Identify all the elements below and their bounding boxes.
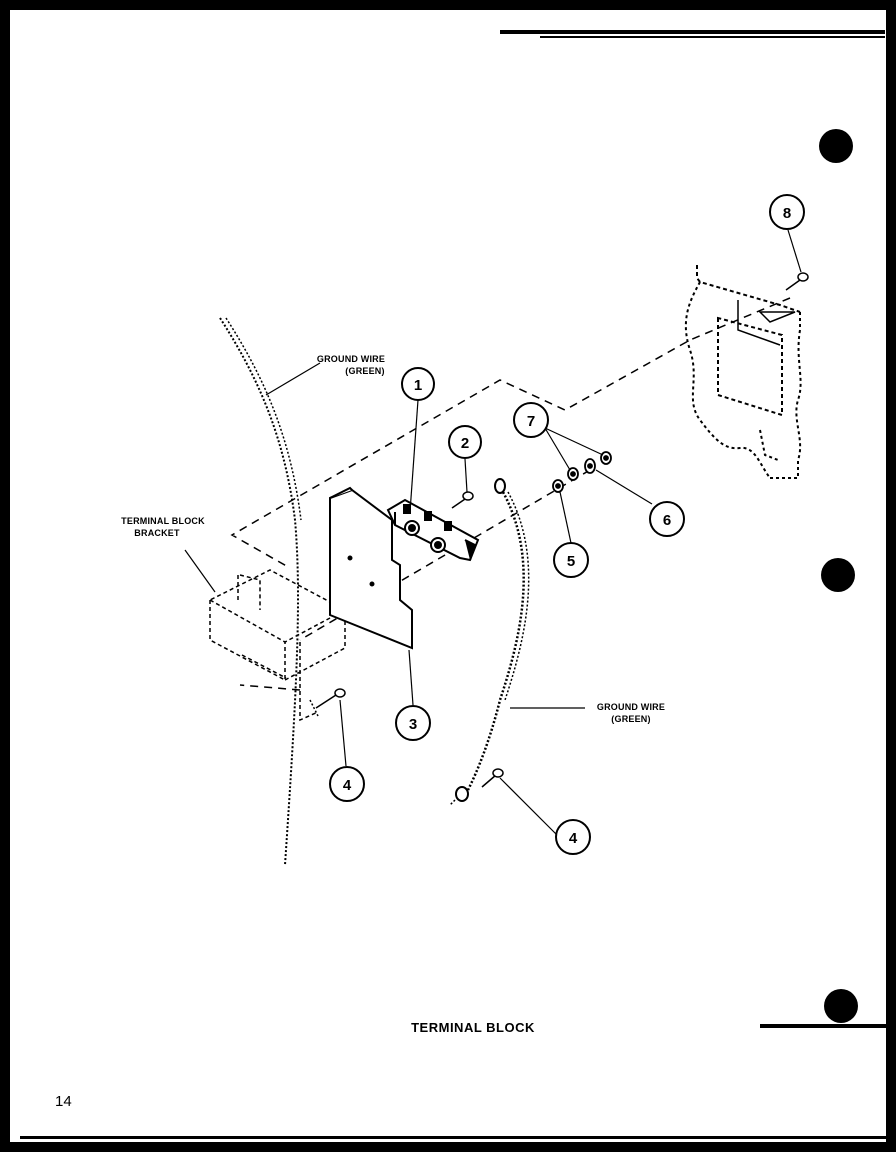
callout-8: 8 — [769, 194, 805, 230]
terminal-block-bracket-label: TERMINAL BLOCK — [121, 516, 205, 526]
cabinet-panel — [684, 265, 802, 479]
scan-artifacts — [20, 30, 886, 1139]
callout-7: 7 — [513, 402, 549, 438]
ground-wire-bottom-label: GROUND WIRE — [597, 702, 665, 712]
diagram-title: TERMINAL BLOCK — [411, 1020, 535, 1035]
callout-6: 6 — [649, 501, 685, 537]
screw-item-4-left — [309, 688, 346, 717]
nut-washer-group — [552, 451, 612, 493]
assembly-dashed-lines — [230, 297, 791, 691]
callout-3-label: 3 — [409, 716, 417, 733]
callout-leaders — [339, 229, 802, 839]
screw-item-8 — [785, 272, 809, 291]
ground-wire-top-sublabel: (GREEN) — [345, 366, 384, 376]
terminal-block-bracket-sublabel: BRACKET — [134, 528, 180, 538]
callout-1: 1 — [401, 367, 435, 401]
bracket-leader-line — [184, 549, 216, 593]
callout-3: 3 — [395, 705, 431, 741]
callout-5: 5 — [553, 542, 589, 578]
callout-4-left: 4 — [329, 766, 365, 802]
callout-5-label: 5 — [567, 553, 575, 570]
callout-4-left-label: 4 — [343, 777, 352, 794]
ground-wire-top — [219, 317, 321, 866]
screw-item-4-bottom — [481, 768, 504, 788]
terminal-block — [386, 498, 480, 562]
binder-hole-top — [819, 129, 853, 163]
binder-hole-bottom — [824, 989, 858, 1023]
drawing-sheet — [10, 10, 886, 1142]
callout-2-label: 2 — [461, 435, 469, 452]
callout-4-bottom: 4 — [555, 819, 591, 855]
callout-6-label: 6 — [663, 512, 671, 529]
callout-4-bottom-label: 4 — [569, 830, 578, 847]
binder-hole-middle — [821, 558, 855, 592]
ground-wire-bottom-sublabel: (GREEN) — [611, 714, 650, 724]
ground-wire-bottom — [449, 478, 585, 806]
screw-item-2 — [451, 491, 474, 509]
terminal-block-bracket — [208, 569, 347, 722]
callouts: 1 2 3 4 4 5 6 — [329, 194, 805, 855]
page-number: 14 — [55, 1093, 72, 1110]
callout-2: 2 — [448, 425, 482, 459]
insulator-plate — [329, 486, 413, 650]
callout-7-label: 7 — [527, 413, 535, 430]
ground-wire-top-label: GROUND WIRE — [317, 354, 385, 364]
callout-8-label: 8 — [783, 205, 791, 222]
callout-1-label: 1 — [414, 377, 422, 394]
